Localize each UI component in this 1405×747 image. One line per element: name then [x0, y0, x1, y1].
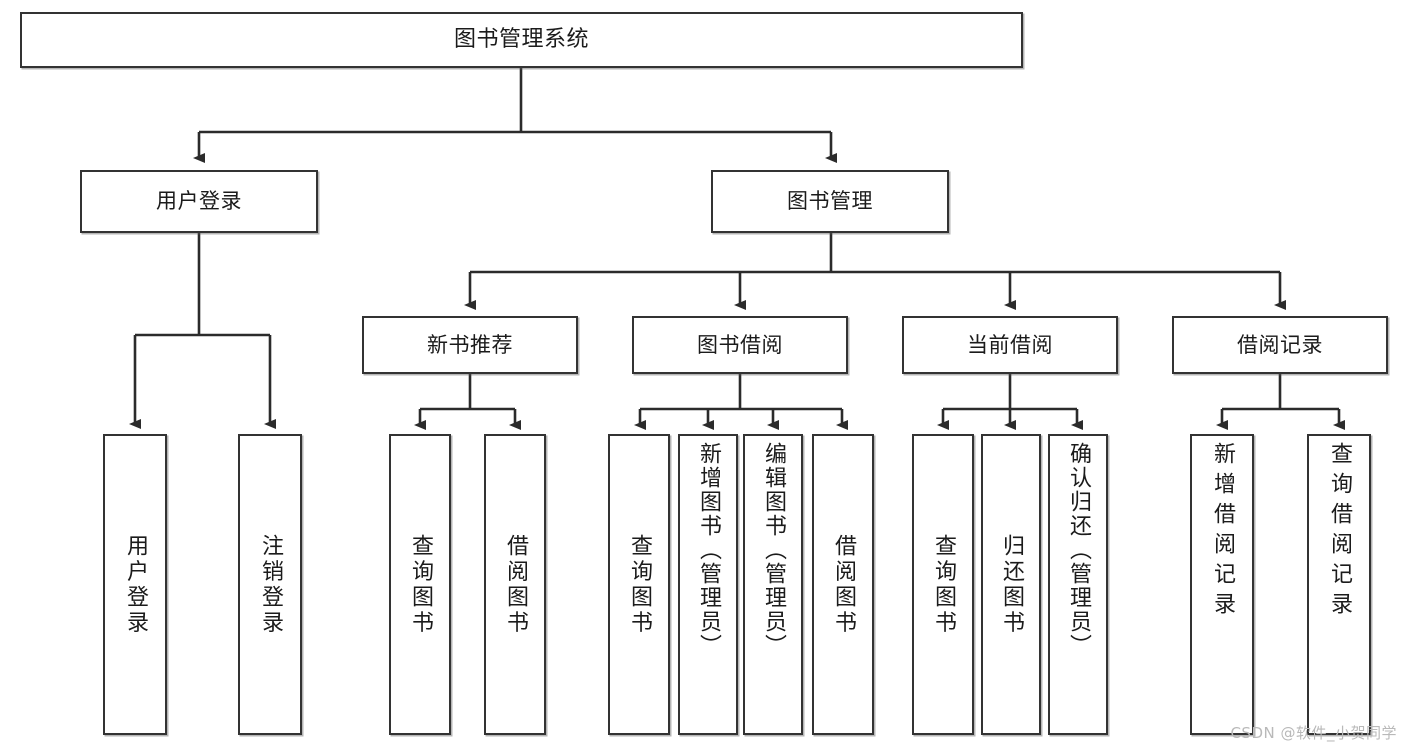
node-book-borrow[interactable]: 图书借阅	[632, 316, 848, 374]
leaf-borrow-query-book[interactable]: 查询图书	[608, 434, 670, 735]
node-label: 图书管理系统	[453, 27, 589, 53]
node-user-login[interactable]: 用户登录	[80, 170, 318, 233]
node-borrow-record[interactable]: 借阅记录	[1172, 316, 1388, 374]
leaf-recommend-borrow-book[interactable]: 借阅图书	[484, 434, 546, 735]
node-label: 查询图书	[627, 533, 652, 636]
node-label: 新增图书（管理员）	[696, 442, 721, 658]
node-label: 图书借阅	[697, 332, 783, 357]
leaf-borrow-edit-book[interactable]: 编辑图书（管理员）	[743, 434, 803, 735]
node-label: 用户登录	[156, 189, 242, 214]
leaf-user-login-signin[interactable]: 用户登录	[103, 434, 167, 735]
leaf-recommend-query-book[interactable]: 查询图书	[389, 434, 451, 735]
node-label: 编辑图书（管理员）	[761, 442, 786, 658]
node-label: 新书推荐	[427, 332, 513, 357]
node-label: 图书管理	[787, 189, 873, 214]
leaf-current-confirm-return[interactable]: 确认归还（管理员）	[1048, 434, 1108, 735]
node-book-management[interactable]: 图书管理	[711, 170, 949, 233]
leaf-borrow-borrow-book[interactable]: 借阅图书	[812, 434, 874, 735]
node-label: 当前借阅	[967, 332, 1053, 357]
node-label: 查询借阅记录	[1327, 442, 1352, 622]
node-label: 查询图书	[931, 533, 956, 636]
node-root-system[interactable]: 图书管理系统	[20, 12, 1023, 68]
node-label: 注销登录	[258, 533, 283, 636]
leaf-user-login-signout[interactable]: 注销登录	[238, 434, 302, 735]
node-label: 用户登录	[123, 533, 148, 636]
leaf-record-query-record[interactable]: 查询借阅记录	[1307, 434, 1371, 735]
node-new-book-recommend[interactable]: 新书推荐	[362, 316, 578, 374]
leaf-record-add-record[interactable]: 新增借阅记录	[1190, 434, 1254, 735]
node-label: 归还图书	[999, 533, 1024, 636]
leaf-current-query-book[interactable]: 查询图书	[912, 434, 974, 735]
leaf-current-return-book[interactable]: 归还图书	[981, 434, 1041, 735]
node-label: 确认归还（管理员）	[1066, 442, 1091, 658]
node-current-borrow[interactable]: 当前借阅	[902, 316, 1118, 374]
node-label: 借阅图书	[503, 533, 528, 636]
leaf-borrow-add-book[interactable]: 新增图书（管理员）	[678, 434, 738, 735]
node-label: 借阅记录	[1237, 332, 1323, 357]
node-label: 新增借阅记录	[1210, 442, 1235, 622]
node-label: 借阅图书	[831, 533, 856, 636]
node-label: 查询图书	[408, 533, 433, 636]
watermark-text: CSDN @软件_小贺同学	[1230, 724, 1397, 742]
